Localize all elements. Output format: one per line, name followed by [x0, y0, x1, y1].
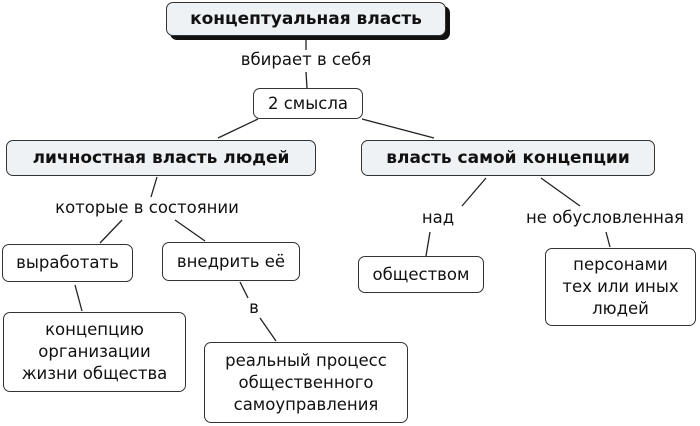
node-label: самоуправления [233, 394, 379, 414]
connector [305, 71, 308, 89]
connector [99, 219, 123, 244]
node-label: 2 смысла [267, 93, 349, 113]
node-concept-org[interactable]: концепцию организации жизни общества [3, 312, 186, 392]
connector [540, 177, 581, 207]
node-real-process[interactable]: реальный процесс общественного самоуправ… [204, 342, 408, 423]
connector [461, 177, 487, 207]
link-absorbs: вбирает в себя [240, 50, 372, 70]
connector [239, 281, 249, 299]
node-label: общественного [238, 372, 374, 392]
link-not-conditioned: не обусловленная [526, 208, 684, 228]
node-work-out[interactable]: выработать [2, 244, 133, 282]
node-label: жизни общества [21, 364, 168, 383]
connector [605, 231, 611, 248]
node-label: людей [592, 299, 649, 318]
connector [174, 219, 206, 242]
node-label: организации [38, 342, 151, 361]
node-label: персонами [573, 255, 668, 274]
node-label: концепцию [45, 320, 144, 339]
node-personal-power[interactable]: личностная власть людей [6, 140, 316, 176]
node-label: личностная власть людей [32, 148, 290, 168]
node-implement[interactable]: внедрить её [162, 242, 300, 281]
node-root[interactable]: концептуальная власть [166, 2, 446, 36]
connector [259, 317, 277, 342]
link-capable-of: которые в состоянии [55, 198, 239, 218]
connector [425, 231, 431, 257]
connector [217, 118, 259, 139]
node-label: внедрить её [176, 251, 286, 271]
node-label: обществом [372, 264, 470, 284]
node-label: реальный процесс [225, 350, 387, 370]
node-label: концептуальная власть [190, 9, 422, 29]
node-label: тех или иных [562, 277, 679, 296]
node-label: власть самой концепции [386, 148, 630, 168]
connector [361, 118, 435, 139]
node-society[interactable]: обществом [358, 256, 484, 293]
connector [74, 284, 83, 312]
link-into: в [249, 298, 259, 318]
node-persons[interactable]: персонами тех или иных людей [545, 248, 696, 326]
node-label: выработать [16, 253, 119, 272]
link-over: над [421, 208, 455, 228]
connector [150, 176, 158, 198]
node-two-meanings[interactable]: 2 смысла [253, 88, 363, 119]
node-concept-power[interactable]: власть самой концепции [361, 140, 655, 176]
